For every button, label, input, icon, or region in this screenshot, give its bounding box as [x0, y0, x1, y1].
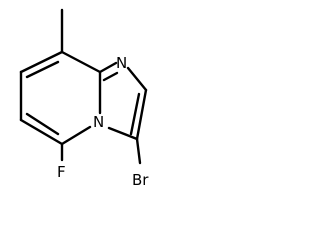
- bond-c5-n4: [60, 125, 92, 146]
- bond-n1-c2: [126, 66, 148, 92]
- atom-label-bromine: Br: [132, 171, 149, 189]
- molecule-drawing: N N F Br: [19, 8, 149, 189]
- bond-c2-c3-inner: [129, 92, 141, 136]
- bond-c8-c7-inner: [25, 60, 60, 79]
- molecule-structure-figure: N N F Br: [0, 0, 163, 204]
- bond-c8a-n1: [98, 61, 118, 74]
- atom-label-n-bridge: N: [93, 113, 104, 131]
- bond-c8a-n1-inner: [102, 71, 119, 82]
- atom-label-fluorine: F: [57, 163, 66, 181]
- bond-c8a-c8: [60, 50, 102, 74]
- bond-c8-c7: [19, 50, 64, 74]
- bond-c3-n4: [107, 126, 139, 141]
- bond-c6-c5: [19, 118, 64, 146]
- atom-label-n-imidazole: N: [116, 54, 127, 72]
- bond-c2-c3: [135, 88, 148, 141]
- bond-c6-c5-inner: [25, 112, 60, 136]
- bond-c3-bromine: [135, 137, 142, 165]
